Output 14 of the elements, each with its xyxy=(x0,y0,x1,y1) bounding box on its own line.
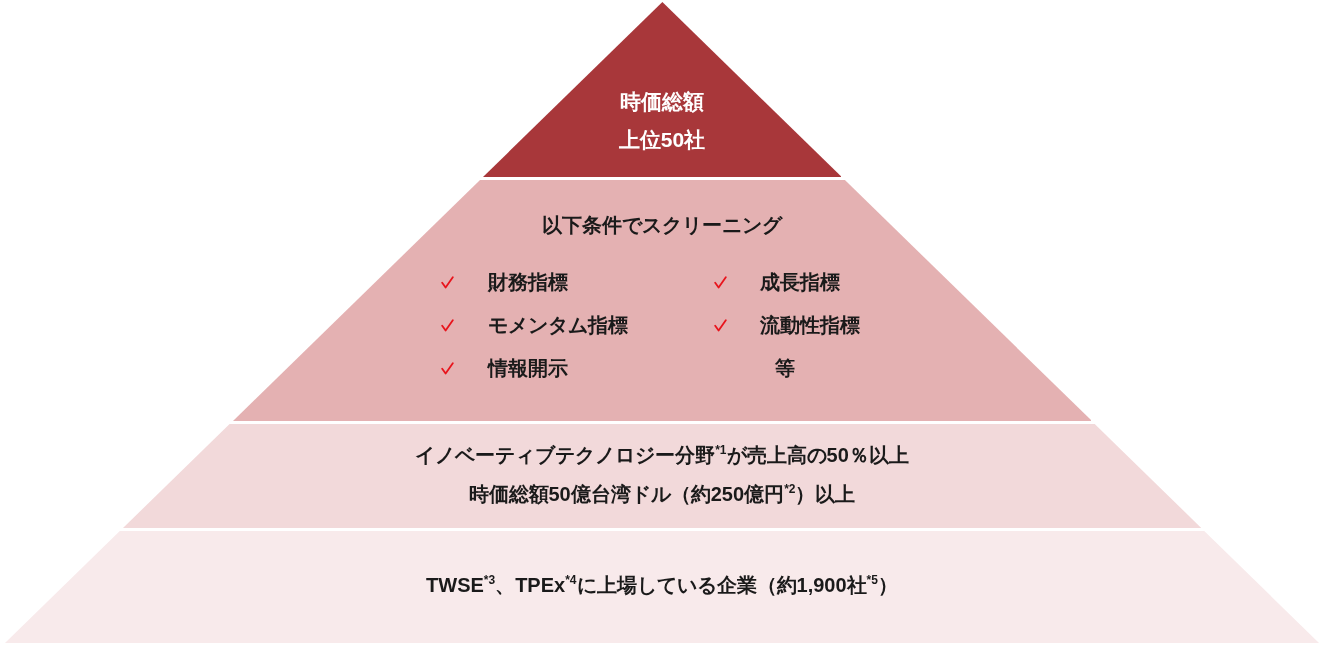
criterion-text: イノベーティブテクノロジー分野$^{*1}$が売上高の50％以上 xyxy=(415,442,909,468)
criterion-label: 情報開示 xyxy=(488,356,568,381)
tier-label: TWSE$^{*3}$、TPEx$^{*4}$に上場している企業（約1,900社$^{*5}$） xyxy=(426,572,898,598)
criterion-label: 財務指標 xyxy=(488,270,568,295)
pyramid-top-tier xyxy=(482,2,842,177)
criterion-label: 流動性指標 xyxy=(760,313,860,338)
pyramid-tier xyxy=(122,424,1202,528)
pyramid-tier xyxy=(232,180,1092,421)
criterion-label: 成長指標 xyxy=(760,270,840,295)
criterion-text: 時価総額50億台湾ドル（約250億円$^{*2}$）以上 xyxy=(468,481,856,507)
tier-heading: 以下条件でスクリーニング xyxy=(542,213,782,238)
tier-label: 時価総額上位50社 xyxy=(617,89,707,153)
criterion-label: モメンタム指標 xyxy=(488,313,628,338)
note-text: 等 xyxy=(775,356,795,381)
